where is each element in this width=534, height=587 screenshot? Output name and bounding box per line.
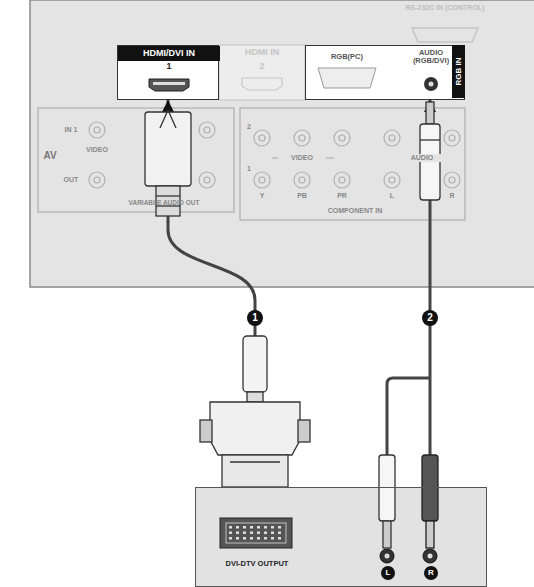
dvi-pin <box>243 532 246 535</box>
device-box <box>195 487 487 587</box>
dvi-pin <box>250 537 253 540</box>
port-label: PR <box>334 192 350 200</box>
dvi-pin <box>243 526 246 529</box>
port-label: VIDEO <box>77 146 117 154</box>
dvi-pin <box>271 537 274 540</box>
ferrite-core <box>243 336 267 392</box>
port-number: 2 <box>219 62 305 72</box>
hdmi-2-port <box>219 45 305 100</box>
dvi-pin <box>229 537 232 540</box>
dvi-plug <box>200 392 310 487</box>
port-label: VIDEO <box>280 154 324 162</box>
port-label: AUDIO (RGB/DVI) <box>409 49 453 65</box>
callout-number: 1 <box>247 310 263 326</box>
row-number: 1 <box>244 165 254 173</box>
dvi-pin <box>229 532 232 535</box>
dvi-pin <box>236 526 239 529</box>
port-heading: HDMI IN <box>219 48 305 58</box>
section-label: AV <box>40 150 60 161</box>
dvi-pin <box>257 537 260 540</box>
dvi-pin <box>236 532 239 535</box>
dvi-pin <box>243 537 246 540</box>
hdmi-dvi-input-box: HDMI/DVI IN1 <box>117 45 219 100</box>
av-section <box>38 108 234 212</box>
port-label: VARIABLE AUDIO OUT <box>104 199 224 206</box>
rgb-input-box: RGB IN RGB(PC) AUDIO (RGB/DVI) <box>305 45 465 100</box>
dvi-pin <box>229 526 232 529</box>
port-label: PB <box>294 192 310 200</box>
port-label: R <box>444 192 460 200</box>
rca-plug-right <box>422 455 438 548</box>
dvi-pin <box>278 532 281 535</box>
dvi-pin <box>250 532 253 535</box>
dvi-pin <box>278 526 281 529</box>
rca-plug-left <box>379 455 395 548</box>
dvi-pin <box>264 526 267 529</box>
port-label: AUDIO <box>400 154 444 162</box>
channel-badge: R <box>424 566 438 580</box>
dvi-source-device: DVI-DTV OUTPUT L R <box>195 487 487 587</box>
port-heading: HDMI/DVI IN <box>118 46 220 61</box>
dvi-pin <box>264 532 267 535</box>
dvi-pin <box>271 532 274 535</box>
port-label: OUT <box>56 176 86 184</box>
row-number: 2 <box>244 123 254 131</box>
dvi-pin <box>264 537 267 540</box>
port-label: IN 1 <box>58 126 84 134</box>
tv-back-panel <box>30 0 534 287</box>
dvi-pin <box>278 537 281 540</box>
channel-badge: L <box>381 566 395 580</box>
dvi-pin <box>250 526 253 529</box>
port-label: RS-232C IN (CONTROL) <box>400 4 490 12</box>
port-label: L <box>384 192 400 200</box>
output-label: DVI-DTV OUTPUT <box>206 560 308 568</box>
audio-left-wire <box>387 378 430 455</box>
dvi-pin <box>236 537 239 540</box>
port-label: Y <box>254 192 270 200</box>
dvi-pin <box>257 532 260 535</box>
section-label: RGB IN <box>452 45 465 98</box>
rca-plug-panel <box>420 102 440 200</box>
dvi-pin <box>271 526 274 529</box>
port-number: 1 <box>118 62 220 72</box>
section-label: COMPONENT IN <box>300 207 410 215</box>
port-label: RGB(PC) <box>314 53 380 61</box>
rs232c-port <box>412 28 478 42</box>
dvi-pin <box>257 526 260 529</box>
callout-number: 2 <box>422 310 438 326</box>
